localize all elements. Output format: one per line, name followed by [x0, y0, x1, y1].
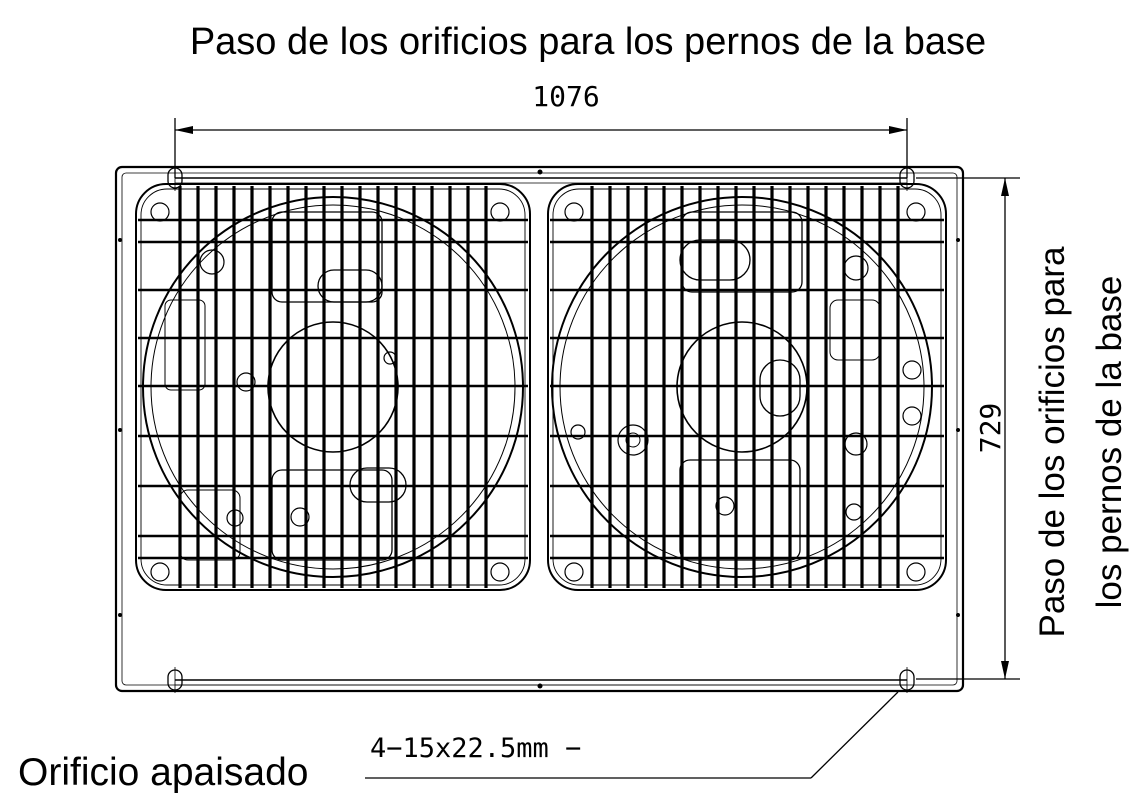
callout-label: Orificio apaisado [18, 751, 308, 794]
slotted-hole-bottom-left [167, 667, 183, 693]
vertical-dimension: 729 [916, 177, 1020, 680]
slotted-hole-top-left [167, 165, 183, 191]
side-label-line2: los pernos de la base [1090, 276, 1129, 609]
horizontal-dimension-value: 1076 [532, 80, 599, 113]
base-frame [114, 165, 965, 693]
side-label-line1: Paso de los orificios para [1033, 246, 1072, 638]
side-label: Paso de los orificios para los pernos de… [1033, 246, 1129, 638]
slotted-hole-bottom-right [899, 667, 915, 693]
horizontal-dimension: 1076 [174, 80, 908, 178]
fan-left [135, 183, 531, 591]
vertical-dimension-value: 729 [974, 403, 1007, 454]
slotted-hole-top-right [899, 165, 915, 191]
title: Paso de los orificios para los pernos de… [190, 21, 986, 63]
slot-spec-text: 4−15x22.5mm − [370, 733, 581, 764]
callout-leader: 4−15x22.5mm − [365, 691, 899, 779]
fan-right [547, 183, 947, 591]
